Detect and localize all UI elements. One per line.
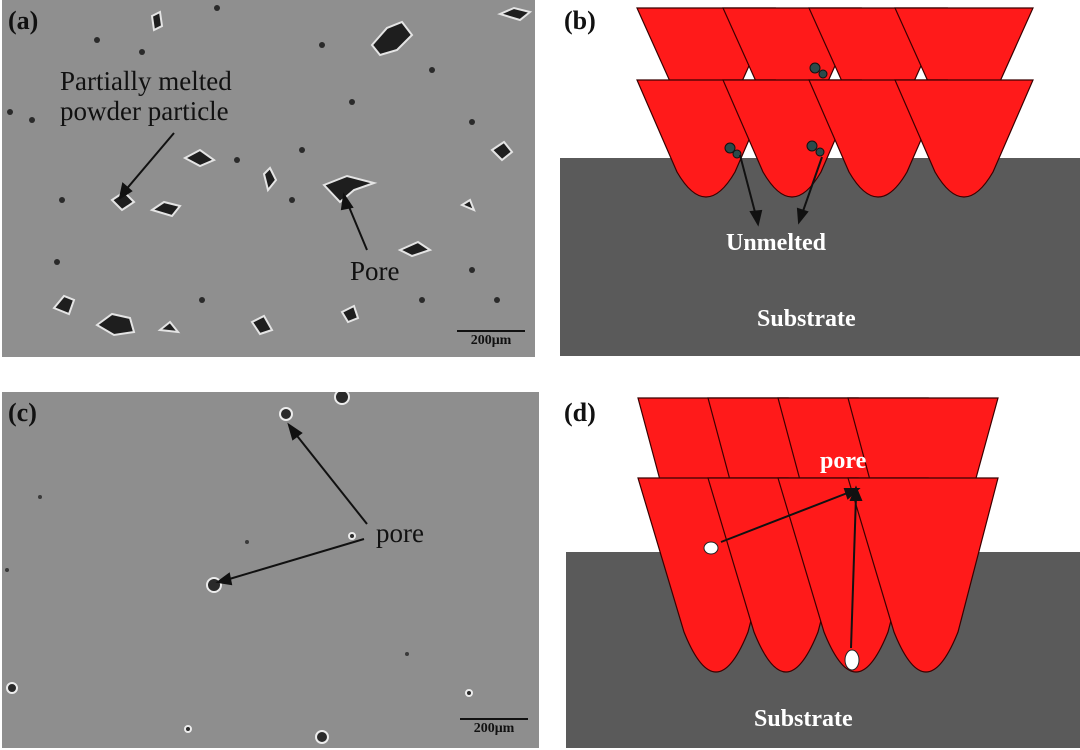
- panel-label-c: (c): [8, 398, 37, 427]
- annotation-arrows-c: [215, 422, 368, 586]
- panel-label-b: (b): [564, 6, 596, 35]
- panel-b-schematic: (b) Unmelted Substrate: [540, 0, 1080, 360]
- panel-d-drawing: [566, 397, 1080, 748]
- melt-tracks-bottom-row-b: [636, 79, 1034, 198]
- annotation-pore-d: pore: [820, 448, 867, 474]
- sem-specks-c: [5, 495, 409, 656]
- unmelted-particles-b: [724, 62, 828, 159]
- substrate-b: [560, 158, 1080, 356]
- panel-d-schematic: (d) pore Substrate: [540, 392, 1080, 748]
- sem-pores-c: [6, 392, 473, 744]
- panel-a-image: [7, 5, 533, 337]
- panel-a-micrograph: (a) Partially melted powder particle Por…: [2, 0, 535, 357]
- scale-bar-c: 200μm: [460, 718, 528, 737]
- annotation-substrate-b: Substrate: [757, 306, 856, 332]
- panel-c-micrograph: (c) pore 200μm: [2, 392, 539, 748]
- annotation-arrows-b: [739, 154, 823, 227]
- panel-b-drawing: [560, 7, 1080, 356]
- scale-bar-a: 200μm: [457, 330, 525, 349]
- annotation-pore-a: Pore: [350, 256, 400, 286]
- annotation-substrate-d: Substrate: [754, 706, 853, 732]
- pores-d: [703, 541, 860, 671]
- panel-c-image: [5, 392, 473, 744]
- panel-label-a: (a): [8, 6, 39, 35]
- panel-label-d: (d): [564, 398, 596, 427]
- annotation-unmelted: Unmelted: [726, 230, 826, 256]
- sem-specks-a: [7, 5, 500, 303]
- sem-pores-a: [52, 6, 533, 337]
- pore-left-d: [703, 541, 719, 555]
- annotation-partially-melted: Partially melted powder particle: [60, 66, 232, 126]
- annotation-pore-c: pore: [376, 518, 424, 548]
- pore-bottom-d: [844, 649, 860, 671]
- annotation-arrows-d: [720, 485, 863, 649]
- annotation-arrows-a: [118, 132, 368, 251]
